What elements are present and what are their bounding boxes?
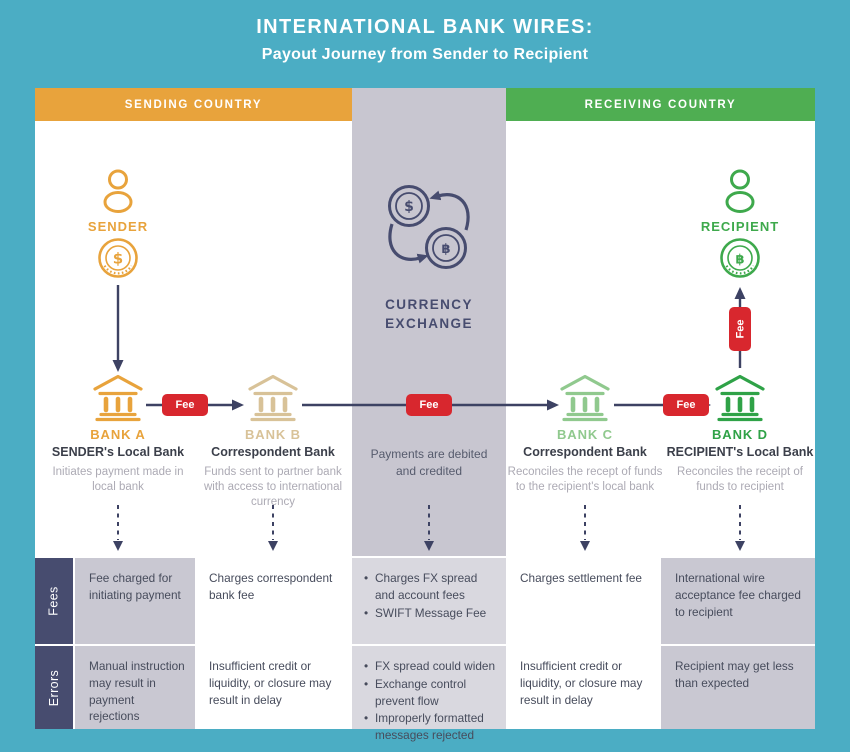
sender-label: SENDER bbox=[87, 219, 149, 234]
bank-b-description: Funds sent to partner bank with access t… bbox=[203, 466, 343, 509]
fx-baht-symbol: ฿ bbox=[441, 242, 450, 257]
page-title: INTERNATIONAL BANK WIRES: bbox=[256, 16, 594, 38]
bank-b-label: BANK B bbox=[245, 427, 301, 442]
diagram-card: SENDING COUNTRY RECEIVING COUNTRY bbox=[35, 88, 815, 742]
bank-c-label: BANK C bbox=[557, 427, 613, 442]
errors-bank-b-cell: Insufficient credit or liquidity, or clo… bbox=[195, 646, 352, 729]
page-subtitle: Payout Journey from Sender to Recipient bbox=[261, 46, 589, 63]
title-block: INTERNATIONAL BANK WIRES: Payout Journey… bbox=[0, 16, 850, 64]
errors-bank-d-cell: Recipient may get less than expected bbox=[661, 646, 815, 729]
bank-a-role: SENDER's Local Bank bbox=[51, 445, 185, 459]
fees-errors-table: Fees Fee charged for initiating payment … bbox=[35, 558, 815, 742]
bank-a-label: BANK A bbox=[90, 427, 146, 442]
bank-c-role: Correspondent Bank bbox=[523, 445, 647, 459]
bank-c-description: Reconciles the recept of funds to the re… bbox=[507, 466, 663, 494]
recipient-label: RECIPIENT bbox=[700, 219, 780, 234]
fees-exchange-cell: Charges FX spread and account fees SWIFT… bbox=[352, 558, 506, 644]
bank-d-description: Reconciles the receipt of funds to recip… bbox=[677, 466, 803, 494]
bank-b-role: Correspondent Bank bbox=[211, 445, 335, 459]
fx-dollar-symbol: $ bbox=[404, 199, 414, 215]
sender-person-icon bbox=[103, 169, 133, 213]
currency-exchange-band bbox=[352, 88, 506, 556]
fees-row: Fees Fee charged for initiating payment … bbox=[35, 558, 815, 644]
bank-c-icon bbox=[560, 374, 610, 422]
fees-bank-b-cell: Charges correspondent bank fee bbox=[195, 558, 352, 644]
errors-row-label: Errors bbox=[35, 646, 75, 729]
bank-d-icon bbox=[715, 374, 765, 422]
bank-b-icon bbox=[248, 374, 298, 422]
fee-badge-b-c: Fee bbox=[406, 394, 452, 416]
header-receiving-country: RECEIVING COUNTRY bbox=[506, 88, 815, 121]
header-sending-country: SENDING COUNTRY bbox=[35, 88, 352, 121]
errors-bank-a-cell: Manual instruction may result in payment… bbox=[75, 646, 195, 729]
currency-exchange-label: CURRENCY EXCHANGE bbox=[385, 297, 473, 331]
baht-coin-icon: ฿ bbox=[720, 238, 760, 278]
fee-badge-c-d: Fee bbox=[663, 394, 709, 416]
bank-d-label: BANK D bbox=[712, 427, 768, 442]
exchange-note: Payments are debited and credited bbox=[370, 447, 488, 478]
fees-row-label: Fees bbox=[35, 558, 75, 644]
currency-exchange-icon: $ ฿ bbox=[388, 185, 470, 269]
fees-bank-d-cell: International wire acceptance fee charge… bbox=[661, 558, 815, 644]
fees-bank-c-cell: Charges settlement fee bbox=[506, 558, 661, 644]
fees-bank-a-cell: Fee charged for initiating payment bbox=[75, 558, 195, 644]
fee-badge-d-recipient: Fee bbox=[729, 307, 751, 351]
dollar-coin-icon: $ bbox=[98, 238, 138, 278]
bank-a-icon bbox=[93, 374, 143, 422]
recipient-person-icon bbox=[725, 169, 755, 213]
errors-bank-c-cell: Insufficient credit or liquidity, or clo… bbox=[506, 646, 661, 729]
bank-a-description: Initiates payment made in local bank bbox=[52, 466, 184, 494]
bank-d-role: RECIPIENT's Local Bank bbox=[666, 445, 814, 459]
errors-row: Errors Manual instruction may result in … bbox=[35, 646, 815, 742]
errors-exchange-cell: FX spread could widen Exchange control p… bbox=[352, 646, 506, 742]
fee-badge-a-b: Fee bbox=[162, 394, 208, 416]
dollar-symbol: $ bbox=[113, 250, 123, 268]
baht-symbol: ฿ bbox=[735, 253, 744, 268]
